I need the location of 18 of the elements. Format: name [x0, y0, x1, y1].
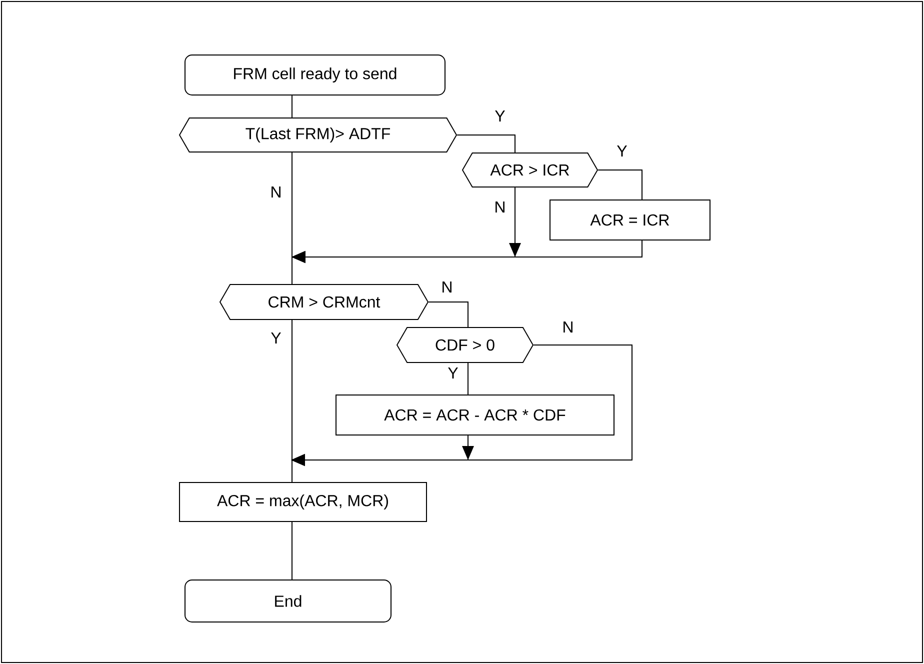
process-box: ACR = ACR - ACR * CDF	[336, 394, 614, 436]
edge-label: N	[561, 320, 575, 334]
arrow	[428, 302, 468, 328]
edge-label: Y	[270, 332, 282, 344]
process-box: ACR = ICR	[550, 200, 710, 240]
decision-hexagon: ACR > ICR	[462, 152, 598, 188]
process-box: ACR = max(ACR, MCR)	[179, 482, 427, 522]
decision-hexagon: CRM > CRMcnt	[219, 284, 429, 320]
decision-hexagon: T(Last FRM)> ADTF	[178, 118, 458, 152]
edge-label: Y	[446, 366, 460, 380]
edge-label: Y	[494, 110, 506, 122]
edge-label: N	[493, 200, 507, 214]
decision-hexagon: CDF > 0	[396, 327, 534, 363]
edge-label: N	[440, 280, 454, 294]
terminal-box: FRM cell ready to send	[184, 54, 446, 96]
edge-label: Y	[616, 144, 628, 158]
terminal-box: End	[184, 580, 392, 622]
edge-label: N	[269, 186, 283, 198]
